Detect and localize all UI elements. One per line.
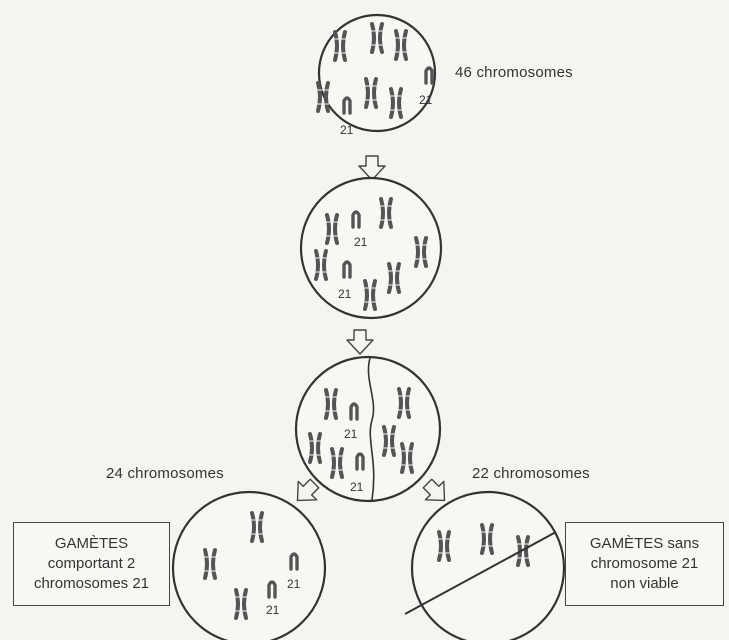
gamete-left: 21 21 bbox=[171, 490, 327, 640]
cell-1: 21 21 bbox=[315, 13, 437, 137]
box-line: GAMÈTES bbox=[54, 535, 129, 552]
gametes-no-chr21-box: GAMÈTES sans chromosome 21 non viable bbox=[565, 522, 724, 606]
chr21-label: 21 bbox=[287, 577, 301, 591]
box-line: chromosomes 21 bbox=[33, 575, 150, 592]
box-line: non viable bbox=[610, 575, 679, 592]
right-chromosome-count: 22 chromosomes bbox=[472, 465, 590, 482]
division-line bbox=[367, 357, 375, 501]
gamete-right bbox=[404, 490, 566, 640]
cell-3-dividing: 21 21 bbox=[294, 355, 442, 503]
chr21-label: 21 bbox=[354, 235, 368, 249]
chr21-label: 21 bbox=[340, 123, 354, 137]
gametes-two-chr21-box: GAMÈTES comportant 2 chromosomes 21 bbox=[13, 522, 170, 606]
cell-2: 21 21 bbox=[299, 176, 443, 320]
chr21-label: 21 bbox=[350, 480, 364, 494]
chr21-label: 21 bbox=[419, 93, 433, 107]
chr21-label: 21 bbox=[344, 427, 358, 441]
down-arrow-icon bbox=[346, 329, 374, 355]
chr21-label: 21 bbox=[338, 287, 352, 301]
box-line: GAMÈTES sans bbox=[589, 535, 700, 552]
down-arrow-icon bbox=[358, 155, 386, 181]
cross-out-line bbox=[404, 531, 557, 615]
box-line: comportant 2 bbox=[47, 555, 136, 572]
chr21-label: 21 bbox=[266, 603, 280, 617]
box-line: chromosome 21 bbox=[590, 555, 699, 572]
top-chromosome-count: 46 chromosomes bbox=[455, 64, 573, 81]
left-chromosome-count: 24 chromosomes bbox=[106, 465, 224, 482]
